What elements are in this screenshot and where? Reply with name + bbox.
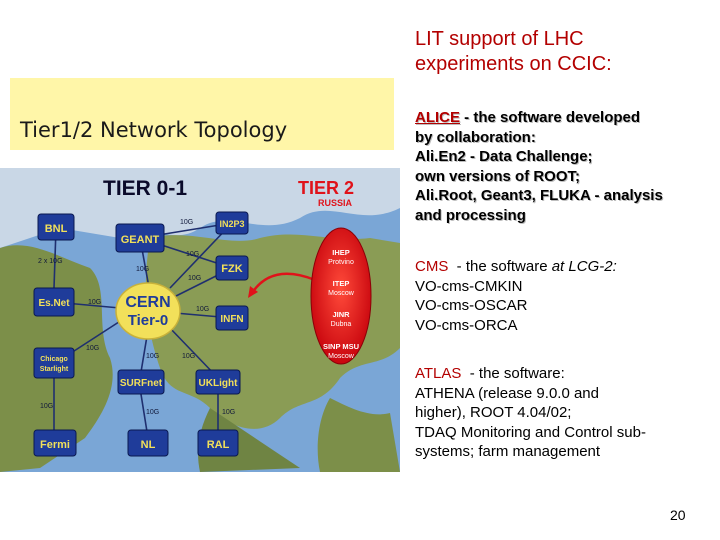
russia-site-city: Dubna (331, 321, 352, 328)
link-label: 10G (88, 299, 101, 306)
node-label: SURFnet (120, 378, 163, 389)
topology-title-banner (10, 78, 394, 150)
alice-line1-text: - the software developed (460, 109, 641, 126)
alice-line: Ali.En2 - Data Challenge; (415, 148, 593, 165)
link-label: 10G (86, 345, 99, 352)
node-chicago: Chicago Starlight (33, 347, 75, 379)
node-nl: NL (127, 429, 169, 457)
cms-label: CMS (415, 258, 449, 275)
node-esnet: Es.Net (33, 287, 75, 317)
atlas-line1-text: - the software: (461, 365, 565, 382)
cms-line1-italic: at LCG-2: (551, 258, 617, 275)
node-label: INFN (220, 314, 243, 325)
russia-site-city: Moscow (328, 290, 355, 297)
topology-title: Tier1/2 Network Topology (20, 118, 288, 142)
alice-line: by collaboration: (415, 128, 536, 146)
tier0-label: Tier-0 (128, 312, 169, 329)
atlas-line: ATHENA (release 9.0.0 and (415, 384, 599, 402)
node-cern-tier0: CERN Tier-0 (115, 282, 181, 340)
map-land-southeast (317, 398, 400, 472)
node-in2p3: IN2P3 (215, 211, 249, 235)
cern-label: CERN (125, 294, 170, 311)
map-arctic (0, 168, 400, 248)
link-label: 10G (186, 251, 199, 258)
slide-title-line: LIT support of LHC (415, 28, 584, 50)
link-label: 10G (136, 266, 149, 273)
network-topology-svg: TIER 0-1 TIER 2 RUSSIA 2 x 10G 10G 10G 1… (0, 168, 400, 472)
node-label: IN2P3 (219, 219, 244, 229)
node-geant: GEANT (115, 223, 165, 253)
cms-section: CMS - the software at LCG-2: VO-cms-CMKI… (415, 257, 715, 335)
node-label: NL (141, 439, 156, 451)
node-label: GEANT (121, 234, 160, 246)
atlas-label: ATLAS (415, 365, 462, 382)
link-label: 10G (146, 353, 159, 360)
russia-tier2-oval: IHEP Protvino ITEP Moscow JINR Dubna SIN… (310, 227, 372, 365)
tier01-header: TIER 0-1 (103, 177, 187, 200)
node-label: RAL (207, 439, 230, 451)
node-ral: RAL (197, 429, 239, 457)
link-label: 10G (40, 403, 53, 410)
link-label: 10G (182, 353, 195, 360)
russia-site-name: SINP MSU (323, 342, 359, 351)
russia-site-city: Moscow (328, 353, 355, 360)
slide-title: LIT support of LHC experiments on CCIC: (415, 27, 715, 77)
alice-line: and processing (415, 206, 526, 224)
node-infn: INFN (215, 305, 249, 331)
alice-line: own versions of ROOT; (415, 167, 581, 185)
node-label: Es.Net (38, 298, 70, 309)
arrow-head-icon (248, 286, 258, 298)
russia-link-arrow (250, 272, 316, 294)
node-label: BNL (45, 223, 68, 235)
node-surfnet: SURFnet (117, 369, 165, 395)
link-label: 10G (146, 409, 159, 416)
cms-line: VO-cms-ORCA (415, 316, 518, 334)
alice-first-line: ALICE - the software developed (415, 108, 715, 128)
atlas-line: systems; farm management (415, 443, 601, 460)
node-label: Starlight (40, 366, 69, 373)
tier2-header: TIER 2 (298, 178, 354, 198)
cms-line: VO-cms-CMKIN (415, 277, 523, 295)
slide-title-line: experiments on CCIC: (415, 53, 612, 75)
atlas-line: higher), ROOT 4.04/02; (415, 404, 572, 421)
node-fermi: Fermi (33, 429, 77, 457)
node-label: UKLight (199, 378, 239, 389)
network-topology-map: TIER 0-1 TIER 2 RUSSIA 2 x 10G 10G 10G 1… (0, 168, 400, 472)
link-labels: 2 x 10G 10G 10G 10G 10G 10G 10G 10G 10G … (38, 219, 235, 416)
alice-label: ALICE (415, 109, 460, 126)
link-label: 2 x 10G (38, 258, 63, 265)
russia-site-name: ITEP (333, 279, 350, 288)
node-label: Chicago (40, 356, 68, 363)
cms-first-line: CMS - the software at LCG-2: (415, 257, 715, 277)
cms-line1-text: - the software (448, 258, 552, 275)
node-label: Fermi (40, 439, 70, 451)
atlas-line: TDAQ Monitoring and Control sub- (415, 423, 646, 441)
node-bnl: BNL (37, 213, 75, 241)
russia-site-name: IHEP (332, 248, 350, 257)
alice-section: ALICE - the software developed by collab… (415, 108, 715, 225)
atlas-first-line: ATLAS - the software: (415, 364, 715, 384)
russia-site-city: Protvino (328, 259, 354, 266)
node-label: FZK (221, 263, 242, 275)
node-fzk: FZK (215, 255, 249, 281)
link-label: 10G (188, 275, 201, 282)
cms-line: VO-cms-OSCAR (415, 297, 528, 314)
link-label: 10G (180, 219, 193, 226)
node-uklight: UKLight (195, 369, 241, 395)
link-label: 10G (222, 409, 235, 416)
atlas-section: ATLAS - the software: ATHENA (release 9.… (415, 364, 715, 462)
russia-site-name: JINR (332, 310, 350, 319)
link-label: 10G (196, 306, 209, 313)
alice-line: Ali.Root, Geant3, FLUKA - analysis (415, 187, 663, 204)
page-number: 20 (670, 507, 686, 523)
tier2-sub-header: RUSSIA (318, 198, 353, 208)
